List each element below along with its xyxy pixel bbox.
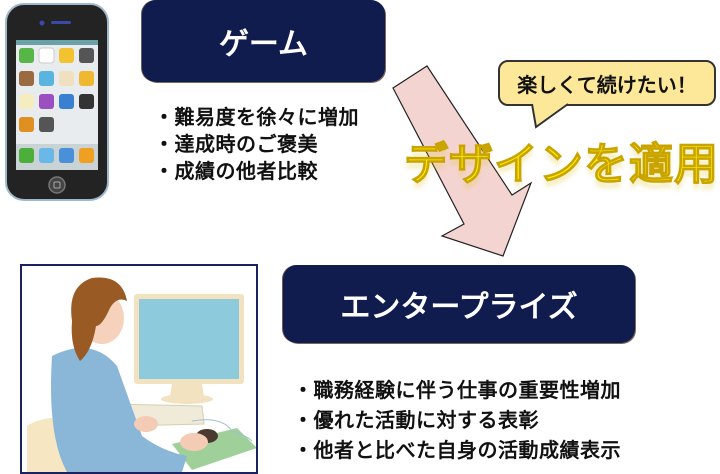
- enterprise-bullet-item: ・他者と比べた自身の活動成績表示: [293, 438, 621, 462]
- speech-bubble-tail: [531, 103, 569, 129]
- game-bullet-item: ・難易度を徐々に増加: [154, 105, 359, 129]
- game-title: ゲーム: [218, 27, 309, 62]
- speech-bubble-text: 楽しくて続けたい！: [517, 72, 697, 97]
- smartphone-icon: [5, 3, 109, 201]
- game-bullet-item: ・達成時のご褒美: [154, 132, 318, 156]
- woman-at-computer-icon: [22, 266, 256, 472]
- apply-design-label: デザインを適用: [403, 138, 719, 190]
- enterprise-bullet-item: ・職務経験に伴う仕事の重要性増加: [293, 378, 621, 402]
- game-bullet-list: ・難易度を徐々に増加 ・達成時のご褒美 ・成績の他者比較: [154, 104, 359, 185]
- office-worker-illustration: [20, 264, 258, 474]
- game-bullet-item: ・成績の他者比較: [154, 159, 318, 183]
- game-title-box: ゲーム: [142, 0, 385, 82]
- enterprise-bullet-item: ・優れた活動に対する表彰: [293, 408, 539, 432]
- enterprise-bullet-list: ・職務経験に伴う仕事の重要性増加 ・優れた活動に対する表彰 ・他者と比べた自身の…: [293, 375, 621, 465]
- enterprise-title: エンタープライズ: [340, 290, 578, 325]
- enterprise-title-box: エンタープライズ: [283, 265, 635, 343]
- speech-bubble: 楽しくて続けたい！: [498, 60, 716, 106]
